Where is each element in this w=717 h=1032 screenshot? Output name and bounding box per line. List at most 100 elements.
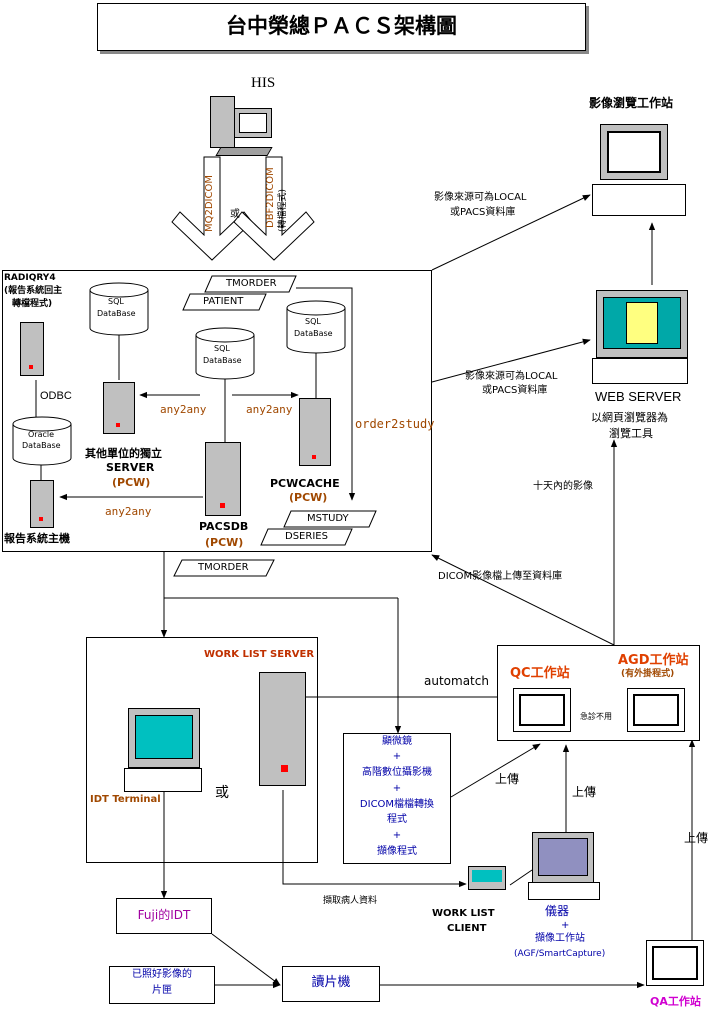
order2study-label: order2study [355,417,435,431]
pacsdb-pcw: (PCW) [205,536,244,549]
his-keyboard-icon [215,147,273,156]
automatch-label: automatch [424,674,489,688]
sql-db-left [89,282,149,336]
web-server-note-1: 以網頁瀏覽器為 [591,411,668,424]
viewer-monitor-icon [600,124,668,180]
web-server-pc-icon [592,358,688,384]
upload-label-3: 上傳 [684,831,709,845]
sql-left-label-2: DataBase [97,309,136,318]
device-microscope: 顯微鏡 [382,736,412,747]
sql-db-center [195,327,255,380]
instrument-label: 儀器 [545,904,570,918]
qc-ws-label: QC工作站 [510,666,570,681]
sql-left-label-1: SQL [108,297,124,306]
instrument-ws-label: 擷像工作站 [535,933,585,944]
oracle-db [12,416,72,466]
dbf2dicom-label: DBF2DICOM [265,167,276,228]
idt-monitor-icon [128,708,200,768]
tmorder-tag: TMORDER [226,278,277,289]
any2any-bottom: any2any [105,505,152,518]
device-plus-1: + [392,751,402,762]
web-server-label: WEB SERVER [595,389,682,404]
radiqry-label-1: RADIQRY4 [4,273,56,283]
mid-source-note-1: 影像來源可為LOCAL [465,371,558,382]
pacsdb-server-icon [205,442,241,516]
mq2dicom-label: MQ2DICOM [204,175,215,232]
sql-center-label-1: SQL [214,344,230,353]
radiqry-label-3: 轉檔程式) [12,299,53,309]
dseries-tag: DSERIES [285,531,328,542]
ten-days-note: 十天內的影像 [533,481,593,492]
tmorder-below-tag: TMORDER [198,562,249,573]
device-plus-3: + [392,830,402,841]
fuji-idt-label: Fuji的IDT [137,908,191,922]
mid-source-note-2: 或PACS資料庫 [482,385,548,396]
film-cassette-box [109,966,215,1004]
device-converter: DICOM檔檔轉換 [359,799,435,810]
dbf2dicom-chevron [233,156,315,261]
converter-label: (轉檔程式) [278,188,288,232]
his-monitor-icon [234,108,272,138]
pacsdb-label: PACSDB [199,520,249,533]
report-host-server-icon [30,480,54,528]
other-unit-label-1: 其他單位的獨立 [85,447,162,460]
report-host-label: 報告系統主機 [4,532,70,545]
other-unit-pcw: (PCW) [112,476,151,489]
upload-label-2: 上傳 [572,785,597,799]
instrument-pc-icon [528,882,600,900]
odbc-label: ODBC [40,390,72,402]
emergency-label: 急診不用 [580,712,612,721]
pacs-core-box [2,270,432,552]
film-label-2: 片匣 [152,985,172,996]
idt-pc-icon [124,768,202,792]
web-server-monitor-icon [596,290,688,358]
pcwcache-pcw: (PCW) [289,491,328,504]
oracle-label-2: DataBase [22,441,61,450]
worklist-client-icon [468,866,506,890]
agd-monitor-icon [627,688,685,732]
radiqry-server-icon [20,322,44,376]
sql-db-right [286,300,346,354]
other-unit-label-2: SERVER [106,461,155,474]
any2any-left: any2any [160,403,207,416]
dicom-upload-note: DICOM影像檔上傳至資料庫 [438,571,563,582]
oracle-label-1: Oracle [28,430,55,439]
film-label-1: 已照好影像的 [132,969,192,980]
device-plus-2: + [392,783,402,794]
agd-ws-sub: (有外掛程式) [621,669,675,679]
patient-tag: PATIENT [203,296,244,307]
fetch-patient-label: 擷取病人資料 [323,896,378,906]
reader-label: 讀片機 [311,975,351,990]
device-program: 程式 [387,814,407,825]
worklist-or-label: 或 [215,785,229,801]
pcwcache-label: PCWCACHE [270,477,340,490]
viewer-pc-icon [592,184,686,216]
sql-center-label-2: DataBase [203,356,242,365]
viewer-ws-label: 影像瀏覽工作站 [589,96,674,110]
top-source-note-2: 或PACS資料庫 [450,207,516,218]
his-tower-icon [210,96,235,148]
other-unit-server-icon [103,382,135,434]
worklist-client-label-2: CLIENT [447,923,487,934]
title-box [97,3,586,51]
web-server-note-2: 瀏覽工具 [609,427,653,440]
any2any-right: any2any [246,403,293,416]
worklist-box [86,637,318,863]
mstudy-tag: MSTUDY [307,513,349,524]
worklist-client-label-1: WORK LIST [432,908,495,919]
qc-monitor-icon [513,688,571,732]
worklist-server-label: WORK LIST SERVER [204,649,315,660]
devices-box [343,733,451,864]
idt-terminal-label: IDT Terminal [90,794,161,805]
reader-box [282,966,380,1002]
fuji-idt-box [116,898,212,934]
instrument-capture-label: (AGF/SmartCapture) [514,949,606,959]
instrument-plus: + [561,920,570,931]
chevron-or-label: 或 [230,209,240,220]
radiqry-label-2: (報告系統回主 [4,286,63,296]
sql-right-label-1: SQL [305,317,321,326]
worklist-server-icon [259,672,306,786]
qa-ws-label: QA工作站 [650,995,701,1008]
